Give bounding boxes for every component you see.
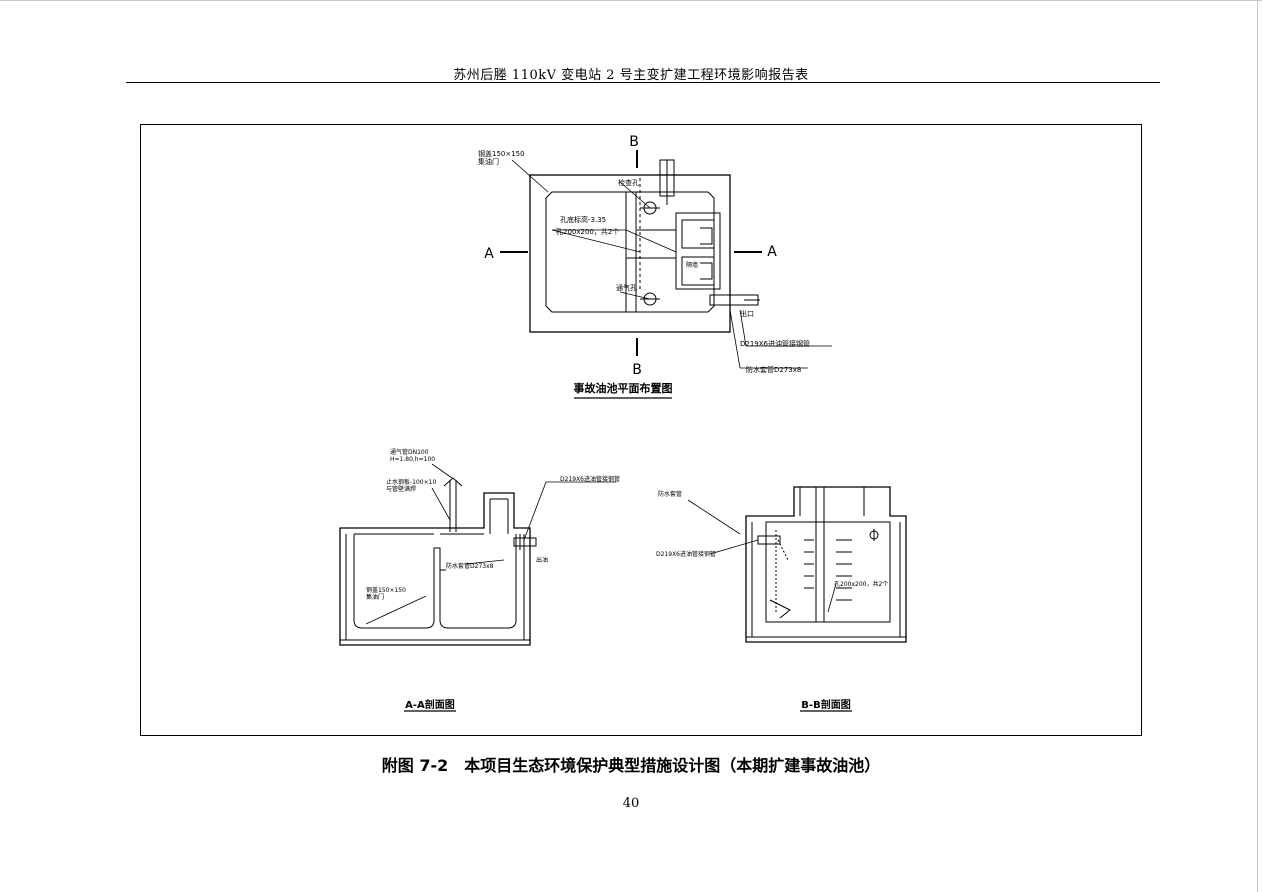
plan-section-b-top: B	[629, 134, 639, 150]
plan-section-a-left: A	[484, 246, 494, 262]
plan-section-a-right: A	[767, 244, 777, 260]
plan-label-outlet: 出口	[740, 309, 754, 318]
header-title: 苏州后塍 110kV 变电站 2 号主变扩建工程环境影响报告表	[453, 68, 809, 83]
aa-label-sleeve: 防水套管D273x8	[446, 562, 494, 570]
plan-oil-chamber	[675, 212, 721, 290]
plan-view	[500, 150, 832, 399]
plan-label-hole-size: 孔200x200，共2个	[556, 227, 619, 236]
section-bb-title: B-B剖面图	[801, 698, 850, 711]
plan-view-title: 事故油池平面布置图	[574, 381, 673, 395]
plan-section-b-bottom: B	[632, 362, 642, 378]
section-aa-title: A-A剖面图	[405, 698, 455, 711]
plan-label-vent: 通气孔	[616, 283, 637, 292]
page-number: 40	[622, 796, 640, 811]
bb-inner-chamber	[765, 521, 891, 623]
section-aa	[339, 463, 616, 712]
figure-caption: 附图 7-2 本项目生态环境保护典型措施设计图（本期扩建事故油池）	[381, 756, 881, 775]
bb-label-sleeve: 防水套管	[658, 490, 682, 498]
page-top-border	[0, 0, 1262, 1]
plan-label-inspection: 检查孔	[618, 178, 639, 187]
plan-chamber-box-top	[681, 219, 715, 249]
bb-outline	[745, 486, 907, 643]
figure-frame	[140, 124, 1142, 736]
aa-label-inlet: D219X6进油管接钢管	[560, 475, 620, 483]
aa-label-outlet: 出油	[536, 556, 548, 564]
plan-label-pipe-in: D219X6进油管接钢管	[740, 339, 810, 348]
aa-outline	[339, 492, 531, 646]
plan-label-overflow: 隔墙	[686, 261, 698, 269]
plan-outer-wall	[529, 174, 731, 333]
plan-chamber-box-bottom	[681, 256, 715, 286]
plan-label-hole-elev: 孔底标高-3.35	[560, 215, 606, 224]
plan-label-pipe-out: 防水套管D273x8	[746, 365, 801, 374]
plan-inner-wall	[545, 191, 715, 313]
page-right-border	[1257, 0, 1258, 892]
bb-label-hole: 孔200x200，共2个	[834, 580, 888, 588]
bb-label-pipe: D219X6进油管接钢管	[656, 550, 716, 558]
header-rule	[126, 82, 1160, 83]
section-bb	[687, 486, 907, 712]
